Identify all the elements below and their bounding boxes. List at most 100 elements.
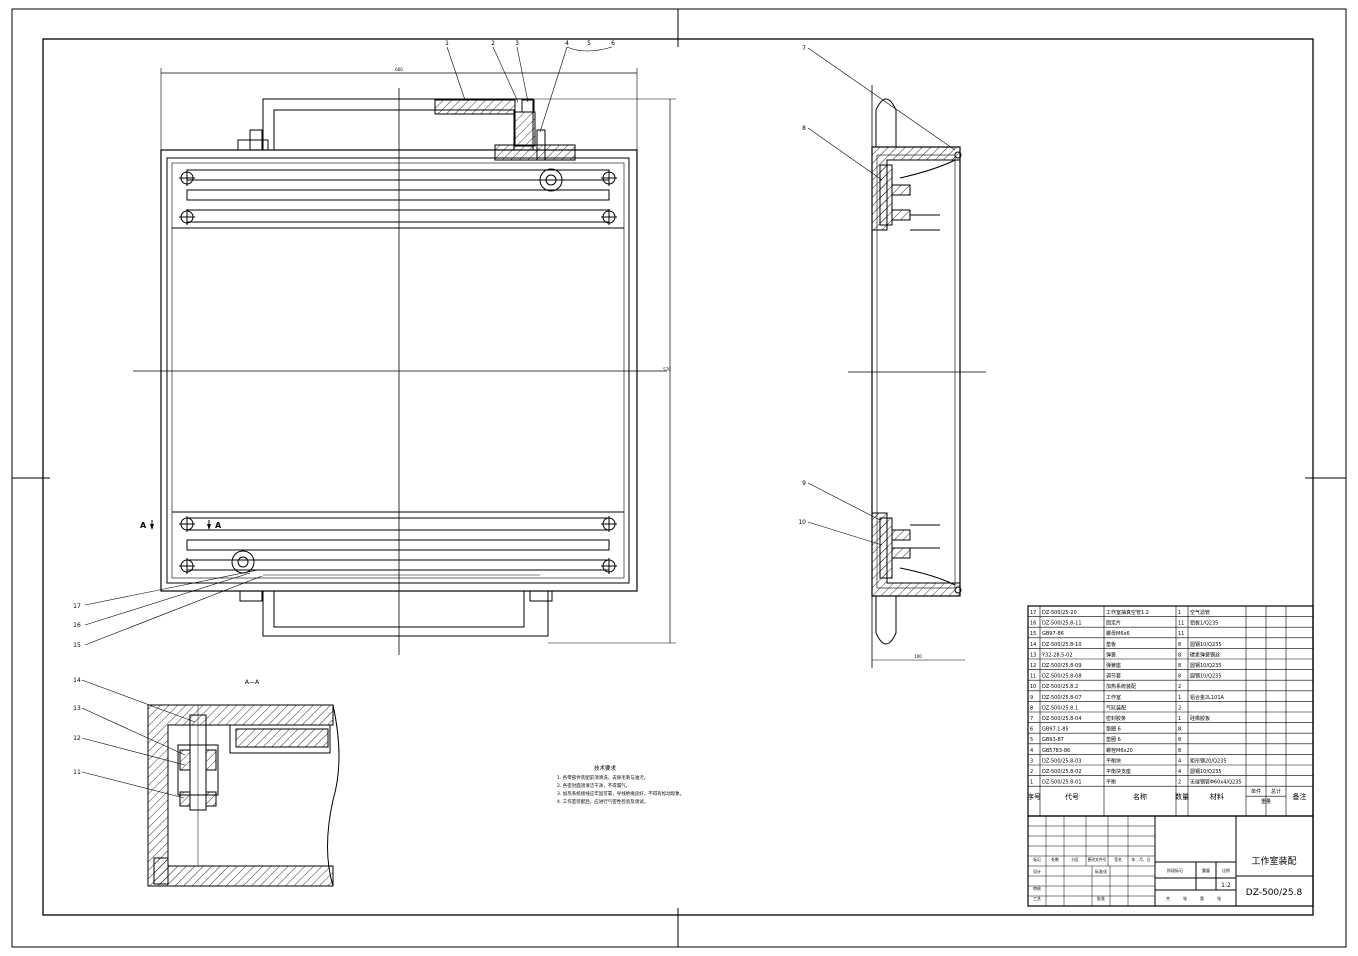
bom-header-code: 代号 — [1065, 792, 1079, 801]
bom-cell-material: 圆钢10/Q235 — [1190, 673, 1222, 680]
bom-cell-qty: 2 — [1178, 780, 1181, 786]
bom-cell-seq: 8 — [1030, 705, 1033, 711]
bom-cell-name: 气缸装配 — [1106, 704, 1126, 711]
bom-cell-qty: 8 — [1178, 748, 1181, 754]
bom-cell-code: GB97-86 — [1042, 631, 1064, 637]
title-row-label: 设计 — [1033, 868, 1041, 874]
bom-cell-qty: 11 — [1178, 621, 1184, 627]
side-callouts: 7 8 9 10 — [798, 45, 956, 546]
sheet-index-label: 第 — [1200, 895, 1204, 901]
tech-note-3: 3. 加热系统接线应牢固可靠，导线绝缘良好，不得有松动现象。 — [557, 790, 684, 797]
bom-cell-name: 垫圈 6 — [1106, 726, 1121, 733]
bom-cell-name: 工作室抽真空管1.2 — [1106, 609, 1149, 616]
tech-notes: 技术要求 1. 各零部件装配前须清洗，去除毛刺与油污。 2. 各密封面须清洁干净… — [557, 764, 684, 805]
bom-cell-qty: 4 — [1178, 769, 1181, 775]
bom-cell-seq: 5 — [1030, 737, 1033, 743]
title-header-cell: 标记 — [1033, 857, 1041, 862]
bom-header-unit-weight: 单件 — [1251, 788, 1261, 795]
bom-cell-name: 弹簧 — [1106, 651, 1116, 658]
bom-header-remark: 备注 — [1293, 792, 1307, 801]
bom-header-seq: 序号 — [1027, 792, 1041, 801]
bom-cell-code: DZ-500/25.8-02 — [1042, 769, 1082, 775]
tech-note-1: 1. 各零部件装配前须清洗，去除毛刺与油污。 — [557, 774, 648, 781]
callout-10: 10 — [798, 519, 806, 526]
sheet-total-label: 共 — [1166, 895, 1170, 901]
bom-cell-material: 无缝钢管Φ60x4/Q235 — [1190, 779, 1242, 786]
weight-label: 重量 — [1202, 867, 1210, 873]
drawing-name: 工作室装配 — [1251, 855, 1296, 867]
bom-cell-material: 铝合金2L101A — [1190, 694, 1225, 701]
callout-13: 13 — [73, 705, 81, 712]
bom-cell-code: DZ-500/25.8-11 — [1042, 621, 1082, 627]
tech-note-2: 2. 各密封面须清洁干净，不得漏气。 — [557, 782, 630, 789]
callout-12: 12 — [73, 735, 81, 742]
bom-header-name: 名称 — [1133, 792, 1147, 801]
bom-cell-qty: 8 — [1178, 652, 1181, 658]
bom-cell-code: DZ-500/25.8-09 — [1042, 663, 1082, 669]
bom-cell-code: DZ-500/25.8-03 — [1042, 758, 1082, 764]
bom-cell-code: DZ-500/25.8-01 — [1042, 780, 1082, 786]
bom-cell-name: 平衡 — [1106, 779, 1116, 786]
bom-cell-name: 工作室 — [1106, 694, 1121, 701]
title-header-cell: 处数 — [1051, 857, 1059, 862]
bom-cell-code: DZ-500/25.8-10 — [1042, 642, 1082, 648]
bolt-icon — [179, 170, 617, 574]
dimension-right-height: 570 — [663, 367, 671, 372]
callout-7: 7 — [802, 45, 806, 52]
front-view: 660 570 A A — [133, 67, 676, 655]
drawing-number: DZ-500/25.8 — [1246, 888, 1303, 898]
bom-header-qty: 数量 — [1175, 792, 1189, 801]
bom-header-weight: 重量 — [1261, 798, 1271, 805]
title-block: 标记处数分区更改文件号签名年、月、日设计标准化审核工艺批准 工作室装配 DZ-5… — [1027, 815, 1314, 907]
tech-note-4: 4. 工作室装配后，应进行气密性检验及调试。 — [557, 798, 648, 805]
callout-17: 17 — [73, 603, 81, 610]
bom-cell-seq: 3 — [1030, 758, 1033, 764]
bom-cell-code: DZ-500/25-20 — [1042, 610, 1077, 616]
bom-cell-code: DZ-500/25.8-08 — [1042, 674, 1082, 680]
bom-header-total-weight: 总计 — [1271, 788, 1281, 795]
detail-view: A—A — [147, 679, 340, 887]
callout-1: 1 — [445, 40, 449, 47]
callout-8: 8 — [802, 125, 806, 132]
bom-cell-qty: 11 — [1178, 631, 1184, 637]
stage-label: 阶段标记 — [1167, 867, 1183, 873]
bom-cell-material: 碳素弹簧钢丝 — [1190, 651, 1220, 658]
title-header-cell: 更改文件号 — [1088, 857, 1107, 862]
bom-cell-name: 螺母M6x6 — [1106, 630, 1130, 637]
bom-cell-name: 垫圈 6 — [1106, 736, 1121, 743]
bom-cell-qty: 2 — [1178, 705, 1181, 711]
dimension-top-width: 660 — [395, 67, 403, 72]
section-mark-left: A — [140, 521, 147, 530]
bom-cell-qty: 8 — [1178, 674, 1181, 680]
callout-6: 6 — [611, 40, 615, 47]
title-row-label: 审核 — [1033, 885, 1041, 891]
sheet-index-unit: 张 — [1217, 895, 1221, 901]
title-header-cell: 年、月、日 — [1132, 857, 1151, 862]
bom-cell-qty: 1 — [1178, 695, 1181, 701]
drawing-scale: 1:2 — [1221, 882, 1231, 889]
bom-cell-material: 空气滤管 — [1190, 609, 1210, 616]
bom-cell-name: 弹簧座 — [1106, 662, 1121, 669]
bom-cell-material: 矩形钢20/Q235 — [1190, 757, 1227, 764]
bom-cell-seq: 14 — [1030, 642, 1036, 648]
scale-label: 比例 — [1222, 867, 1230, 873]
bom-cell-material: 圆钢10/Q235 — [1190, 662, 1222, 669]
bom-cell-seq: 17 — [1030, 610, 1036, 616]
bom-cell-seq: 9 — [1030, 695, 1033, 701]
title-row-label: 批准 — [1097, 895, 1105, 901]
bom-cell-seq: 6 — [1030, 727, 1033, 733]
bom-cell-code: DZ-500/25.8-07 — [1042, 695, 1082, 701]
bom-cell-qty: 1 — [1178, 716, 1181, 722]
callout-3: 3 — [515, 40, 519, 47]
bom-cell-qty: 8 — [1178, 642, 1181, 648]
callout-15: 15 — [73, 642, 81, 649]
sheet-total-unit: 张 — [1183, 895, 1187, 901]
bom-cell-code: Y32-28.5-02 — [1041, 652, 1073, 658]
bom-cell-name: 固定片 — [1106, 620, 1121, 627]
bom-cell-name: 平衡块 — [1106, 757, 1121, 764]
bom-cell-name: 垫板 — [1106, 641, 1116, 648]
bom-cell-seq: 12 — [1030, 663, 1036, 669]
bom-cell-qty: 8 — [1178, 737, 1181, 743]
bom-cell-name: 平衡块支座 — [1106, 768, 1131, 775]
bom-cell-name: 加热系统装配 — [1106, 683, 1136, 690]
